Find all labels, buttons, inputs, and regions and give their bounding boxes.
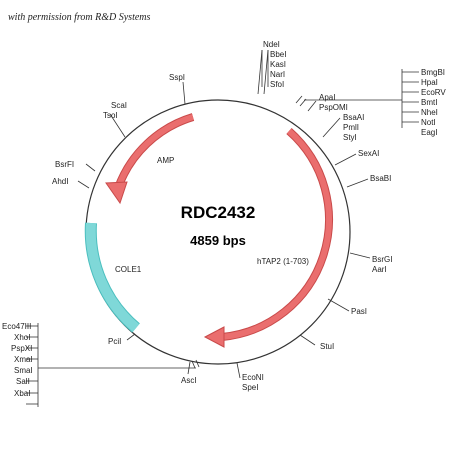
amp-label: AMP	[157, 156, 174, 165]
site-sexai: SexAI	[358, 149, 379, 158]
site-tick-pcii	[126, 333, 136, 341]
site-bsaai: BsaAI	[343, 113, 364, 122]
site-hpai: HpaI	[421, 78, 438, 87]
site-tick-sspi	[182, 81, 186, 105]
site-pspomi: PspOMI	[319, 103, 348, 112]
site-pmli: PmlI	[343, 123, 359, 132]
site-pasi: PasI	[351, 307, 367, 316]
site-tick-pasi	[327, 298, 350, 312]
site-bbei: BbeI	[270, 50, 286, 59]
site-tick-sexai	[334, 153, 357, 166]
htap2-arrow-body	[221, 128, 332, 340]
site-sspi: SspI	[169, 73, 185, 82]
site-tick-bsabi	[346, 178, 369, 188]
site-tsoi: TsoI	[103, 111, 118, 120]
site-econi: EcoNI	[242, 373, 264, 382]
site-cluster-bmgbi: BmgBI HpaI EcoRV BmtI NheI NotI EagI	[295, 68, 446, 137]
site-ahdi: AhdI	[52, 177, 68, 186]
site-bmti: BmtI	[421, 98, 437, 107]
site-cluster-scai: ScaI TsoI	[103, 101, 127, 138]
amp-arrow-outline	[114, 113, 195, 190]
site-tick-bsrfi	[85, 163, 96, 172]
plasmid-name: RDC2432	[181, 203, 256, 222]
site-cluster-bsrgi: BsrGI AarI	[349, 252, 392, 274]
site-nari: NarI	[270, 70, 285, 79]
site-bmgbi: BmgBI	[421, 68, 445, 77]
site-cluster-ndei: NdeI BbeI KasI NarI SfoI	[257, 40, 286, 95]
site-xbai: XbaI	[14, 389, 30, 398]
site-cluster-econi: EcoNI SpeI	[236, 362, 264, 392]
site-scai: ScaI	[111, 101, 127, 110]
amp-arrowhead	[105, 181, 128, 205]
cole1-label: COLE1	[115, 265, 142, 274]
site-nhei: NheI	[421, 108, 438, 117]
plasmid-size: 4859 bps	[190, 233, 246, 248]
site-xhoi: XhoI	[14, 333, 30, 342]
site-apai: ApaI	[319, 93, 335, 102]
htap2-arrowhead	[203, 326, 225, 348]
site-cluster-eco47iii: Eco47III XhoI PspXI XmaI SmaI SalI XbaI	[2, 322, 200, 407]
cole1-band	[85, 222, 140, 332]
site-eagi: EagI	[421, 128, 437, 137]
site-ecorv: EcoRV	[421, 88, 446, 97]
site-tick-ahdi	[77, 180, 90, 189]
htap2-label: hTAP2 (1-703)	[257, 257, 309, 266]
site-aari: AarI	[372, 265, 387, 274]
site-bsrgi: BsrGI	[372, 255, 392, 264]
site-kasi: KasI	[270, 60, 286, 69]
site-bsabi: BsaBI	[370, 174, 391, 183]
site-stui: StuI	[320, 342, 334, 351]
site-spei: SpeI	[242, 383, 258, 392]
site-eco47iii: Eco47III	[2, 322, 31, 331]
site-sali: SalI	[16, 377, 30, 386]
site-styi: StyI	[343, 133, 357, 142]
site-sfoi: SfoI	[270, 80, 284, 89]
site-xmai: XmaI	[14, 355, 33, 364]
site-pcii: PciI	[108, 337, 121, 346]
site-cluster-bsaai: BsaAI PmlI StyI	[322, 113, 364, 142]
site-ndei: NdeI	[263, 40, 280, 49]
site-asci: AscI	[181, 376, 197, 385]
site-noti: NotI	[421, 118, 436, 127]
site-tick-stui	[299, 334, 316, 346]
permission-note: with permission from R&D Systems	[8, 12, 151, 23]
site-bsrfi: BsrFI	[55, 160, 74, 169]
site-pspxi: PspXI	[11, 344, 32, 353]
site-cluster-apai: ApaI PspOMI	[307, 93, 348, 112]
amp-arrow-body	[115, 114, 194, 190]
site-smai: SmaI	[14, 366, 33, 375]
